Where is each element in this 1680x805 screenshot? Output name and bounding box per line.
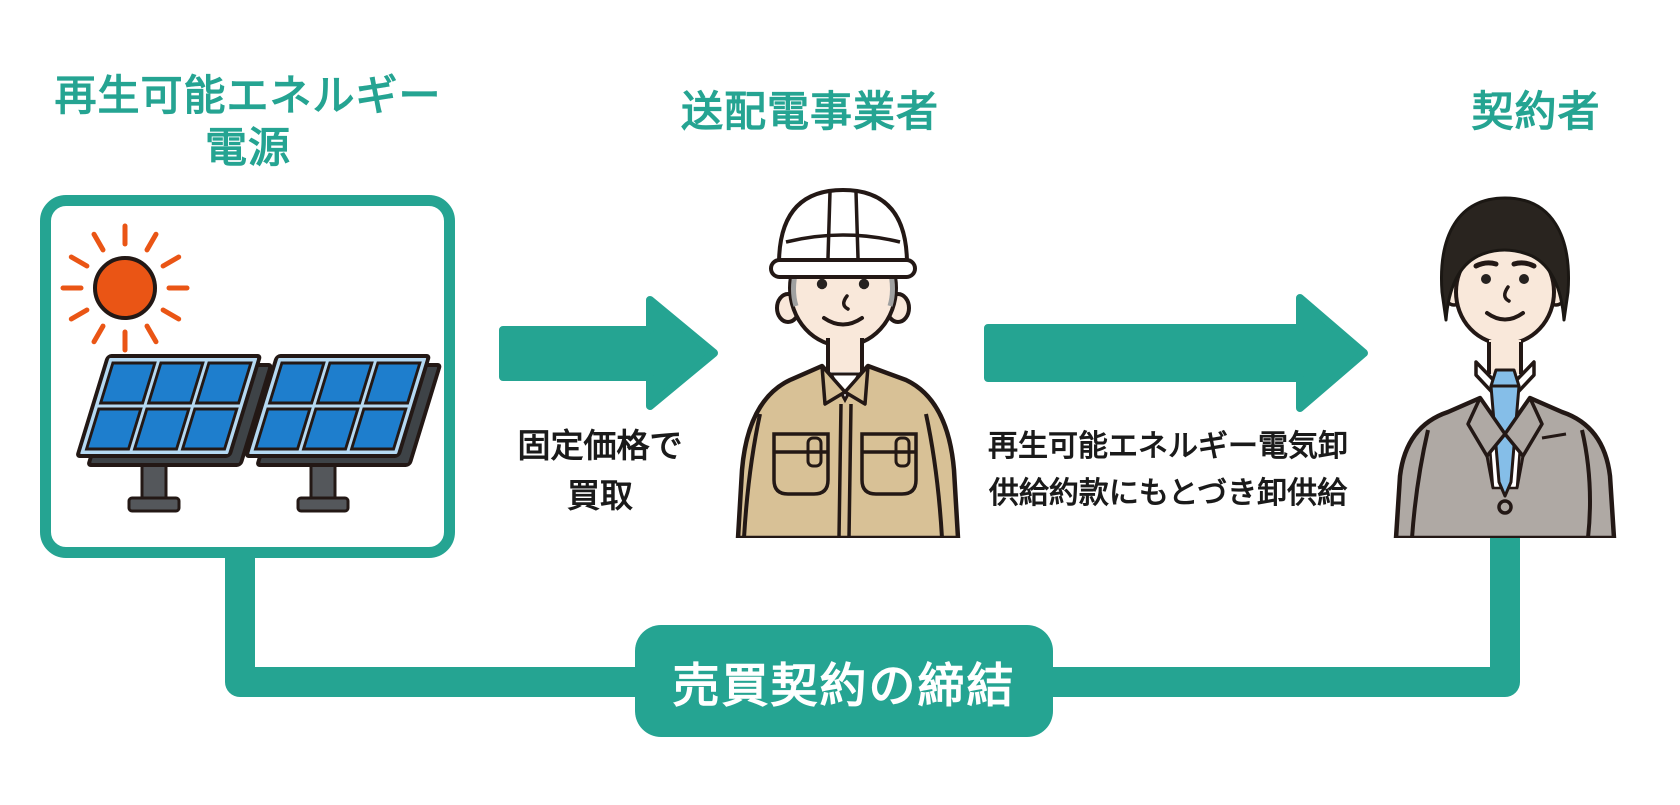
businessman-icon <box>1393 196 1617 538</box>
left-connector-line <box>225 548 662 697</box>
operator-title: 送配電事業者 <box>680 88 939 135</box>
solar-panel-2 <box>245 354 442 513</box>
arrow2-label-line2: 供給約款にもとづき卸供給 <box>988 477 1348 510</box>
source-title-line1: 再生可能エネルギー <box>54 72 442 119</box>
arrow2-label: 再生可能エネルギー電気卸 供給約款にもとづき卸供給 <box>958 423 1378 517</box>
arrow1-label: 固定価格で 買取 <box>460 421 740 521</box>
right-connector-line <box>1030 534 1520 697</box>
solar-panel-icon <box>60 223 442 513</box>
arrow1-label-line1: 固定価格で <box>517 427 683 464</box>
arrow-right-icon <box>499 296 718 410</box>
arrow-right-icon <box>984 294 1368 412</box>
source-title: 再生可能エネルギー 電源 <box>33 70 463 174</box>
sun-core <box>93 256 157 320</box>
contractor-title: 契約者 <box>1471 88 1601 135</box>
contract-banner-label: 売買契約の締結 <box>672 658 1016 712</box>
worker-icon <box>735 187 961 538</box>
sun-icon <box>60 223 190 353</box>
solar-panel-1 <box>76 354 273 513</box>
source-title-line2: 電源 <box>204 124 291 171</box>
arrow1-label-line2: 買取 <box>567 477 633 514</box>
contract-banner: 売買契約の締結 <box>635 625 1053 737</box>
arrow2-label-line1: 再生可能エネルギー電気卸 <box>988 430 1348 463</box>
renewable-source-box <box>40 195 455 558</box>
